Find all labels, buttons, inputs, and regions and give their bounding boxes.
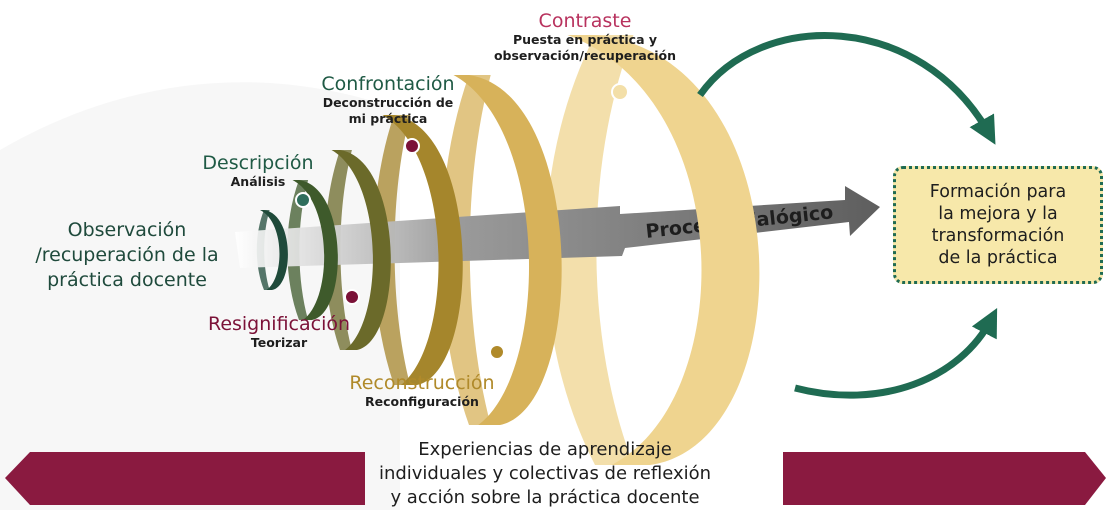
- stage-dot-descripcion: [295, 192, 311, 208]
- start-label: Observación /recuperación de la práctica…: [35, 219, 219, 291]
- right-banner: [783, 452, 1106, 505]
- stage-dot-reconstruccion: [489, 344, 505, 360]
- stage-reconstruccion: Reconstrucción Reconfiguración: [340, 372, 504, 410]
- stage-dot-confrontacion: [404, 138, 420, 154]
- curve-arrow-top: [697, 32, 996, 145]
- ring-6: [567, 35, 760, 465]
- stage-reconstruccion-title: Reconstrucción: [349, 372, 495, 394]
- stage-dot-contraste: [611, 83, 629, 101]
- stage-contraste: Contraste Puesta en práctica y observaci…: [485, 10, 685, 64]
- footer-text: Experiencias de aprendizaje individuales…: [378, 439, 712, 508]
- stage-confrontacion-subtitle: Deconstrucción de mi práctica: [322, 95, 454, 126]
- target-box: Formación para la mejora y la transforma…: [893, 166, 1103, 284]
- ring-5: [453, 75, 562, 425]
- stage-confrontacion-title: Confrontación: [321, 73, 455, 95]
- left-banner: [5, 452, 365, 505]
- ring-stack-front: [260, 35, 760, 465]
- stage-descripcion-subtitle: Análisis: [230, 174, 286, 189]
- curve-arrow-bottom: [794, 308, 998, 399]
- stage-reconstruccion-subtitle: Reconfiguración: [365, 394, 479, 409]
- stage-confrontacion: Confrontación Deconstrucción de mi práct…: [308, 73, 468, 127]
- stage-descripcion: Descripción Análisis: [188, 152, 328, 190]
- stage-resignificacion-subtitle: Teorizar: [250, 335, 308, 350]
- ring-3: [331, 150, 391, 350]
- ring-1: [260, 210, 288, 290]
- stage-resignificacion-title: Resignificación: [207, 313, 351, 335]
- stage-dot-resignificacion: [344, 289, 360, 305]
- stage-resignificacion: Resignificación Teorizar: [195, 313, 363, 351]
- stage-contraste-subtitle: Puesta en práctica y observación/recuper…: [493, 32, 677, 63]
- stage-dots: [295, 83, 629, 360]
- ring-2: [292, 180, 338, 320]
- ring-4: [382, 115, 463, 385]
- stage-descripcion-title: Descripción: [202, 152, 314, 174]
- target-label: Formación para la mejora y la transforma…: [929, 182, 1067, 268]
- stage-contraste-title: Contraste: [538, 10, 632, 32]
